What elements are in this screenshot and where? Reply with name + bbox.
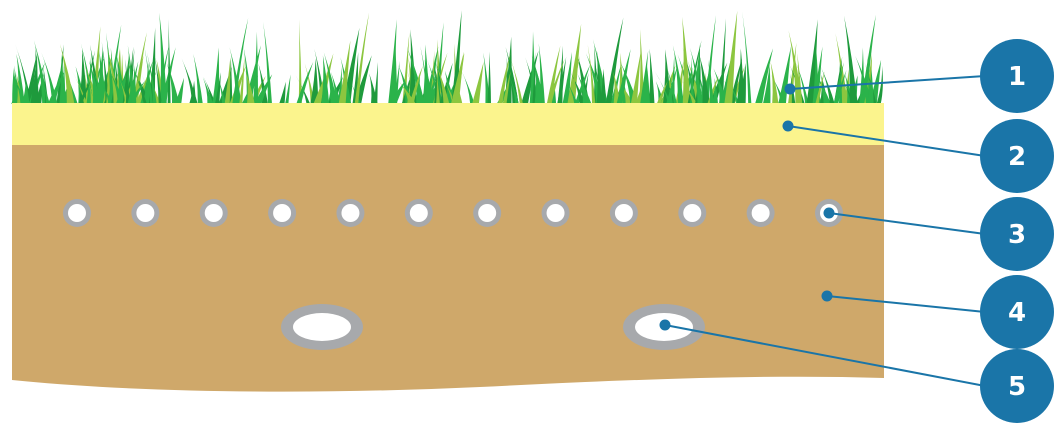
callout-4: 4 <box>980 275 1054 349</box>
sand-layer <box>12 103 884 145</box>
callout-1-label: 1 <box>1008 62 1026 92</box>
grass-layer <box>11 10 882 104</box>
callout-3-label: 3 <box>1008 220 1026 250</box>
small-drain-pipe <box>473 199 501 227</box>
small-drain-pipe <box>63 199 91 227</box>
callout-2: 2 <box>980 119 1054 193</box>
grass-blade <box>771 62 779 105</box>
callout-markers: 1 2 3 4 5 <box>980 39 1054 423</box>
grass-blade <box>487 52 491 105</box>
small-drain-pipe <box>747 199 775 227</box>
callout-1: 1 <box>980 39 1054 113</box>
large-drain-pipe <box>281 304 363 350</box>
callout-3: 3 <box>980 197 1054 271</box>
grass-blade <box>279 82 286 104</box>
small-drain-pipe <box>336 199 364 227</box>
callout-2-label: 2 <box>1008 142 1026 172</box>
soil-layer <box>12 145 884 392</box>
grass-blade <box>203 78 213 105</box>
small-drain-pipe <box>200 199 228 227</box>
small-drain-pipe <box>268 199 296 227</box>
small-drain-pipe <box>131 199 159 227</box>
small-drain-pipe <box>405 199 433 227</box>
grass-blade <box>253 32 258 104</box>
callout-5-label: 5 <box>1008 372 1026 402</box>
grass-blade <box>472 62 484 104</box>
small-drain-pipe <box>610 199 638 227</box>
small-drain-pipe <box>542 199 570 227</box>
callout-5: 5 <box>980 349 1054 423</box>
grass-blade <box>682 17 690 104</box>
grass-blade <box>168 19 171 104</box>
grass-blade <box>649 49 655 104</box>
callout-4-label: 4 <box>1008 298 1026 328</box>
grass-blade <box>462 71 475 104</box>
grass-blade <box>285 75 291 105</box>
small-drain-pipe <box>678 199 706 227</box>
